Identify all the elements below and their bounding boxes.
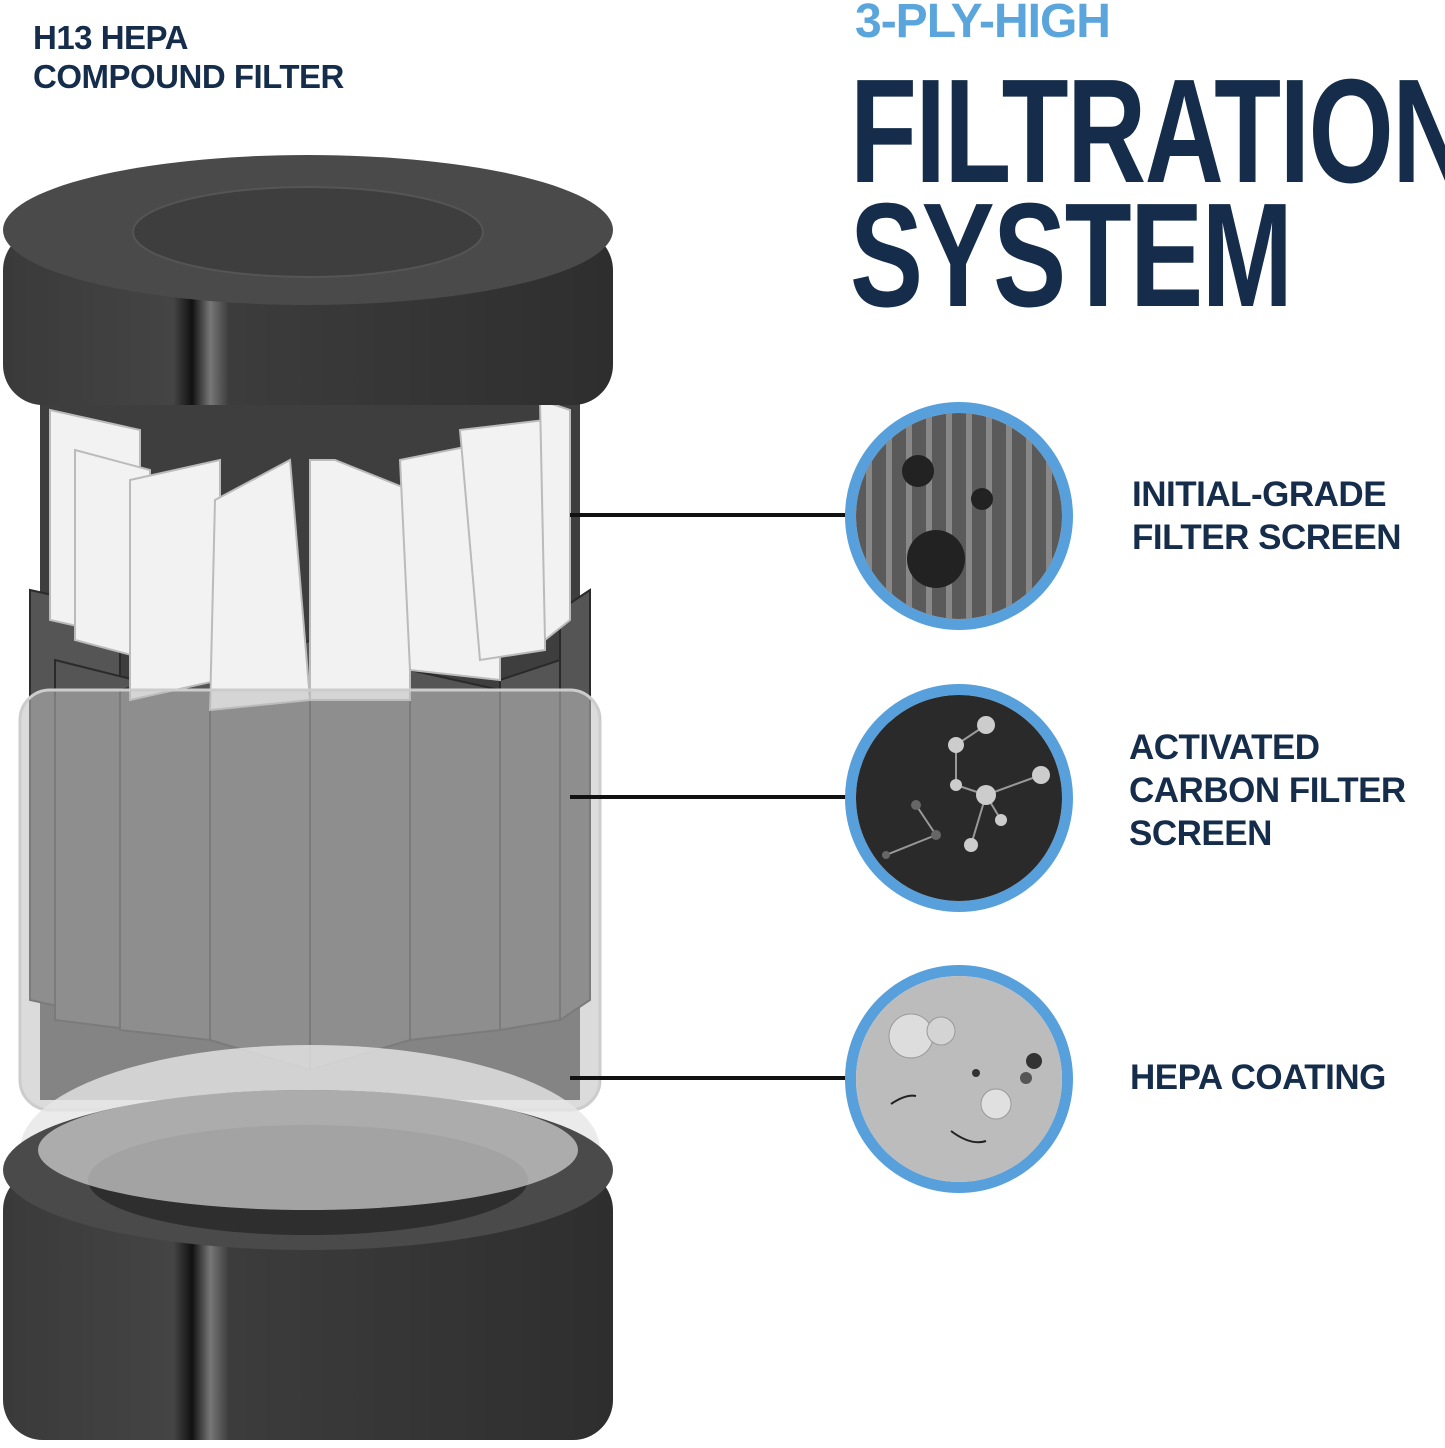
heading-kicker: 3-PLY-HIGH bbox=[855, 0, 1111, 48]
mesh-particles-icon bbox=[845, 402, 1073, 630]
connector-line-hepa bbox=[570, 1076, 848, 1080]
layer-label-line: SCREEN bbox=[1129, 814, 1272, 853]
product-title-line1: H13 HEPA bbox=[33, 19, 188, 56]
top-end-cap bbox=[3, 155, 613, 405]
filter-core bbox=[18, 390, 602, 1255]
layer-label-line: FILTER SCREEN bbox=[1132, 518, 1401, 557]
heading-line1: FILTRATION bbox=[850, 49, 1445, 214]
product-title-line2: COMPOUND FILTER bbox=[33, 58, 344, 95]
filter-illustration bbox=[3, 155, 613, 1440]
connector-line-carbon bbox=[570, 795, 848, 799]
layer-label-hepa-coating: HEPA COATING bbox=[1130, 1056, 1386, 1099]
layer-label-line: CARBON FILTER bbox=[1129, 771, 1406, 810]
layer-label-line: ACTIVATED bbox=[1129, 728, 1320, 767]
heading-line2: SYSTEM bbox=[850, 173, 1293, 338]
layer-label-activated-carbon: ACTIVATED CARBON FILTER SCREEN bbox=[1129, 726, 1406, 855]
layer-label-line: INITIAL-GRADE bbox=[1132, 475, 1387, 514]
hepa-particles-icon bbox=[845, 965, 1073, 1193]
layer-label-initial-grade: INITIAL-GRADE FILTER SCREEN bbox=[1132, 473, 1401, 559]
connector-line-initial bbox=[570, 513, 848, 517]
layer-label-line: HEPA COATING bbox=[1130, 1058, 1386, 1097]
product-title: H13 HEPA COMPOUND FILTER bbox=[33, 18, 344, 96]
bottom-end-cap bbox=[3, 1090, 613, 1440]
carbon-molecule-icon bbox=[845, 684, 1073, 912]
